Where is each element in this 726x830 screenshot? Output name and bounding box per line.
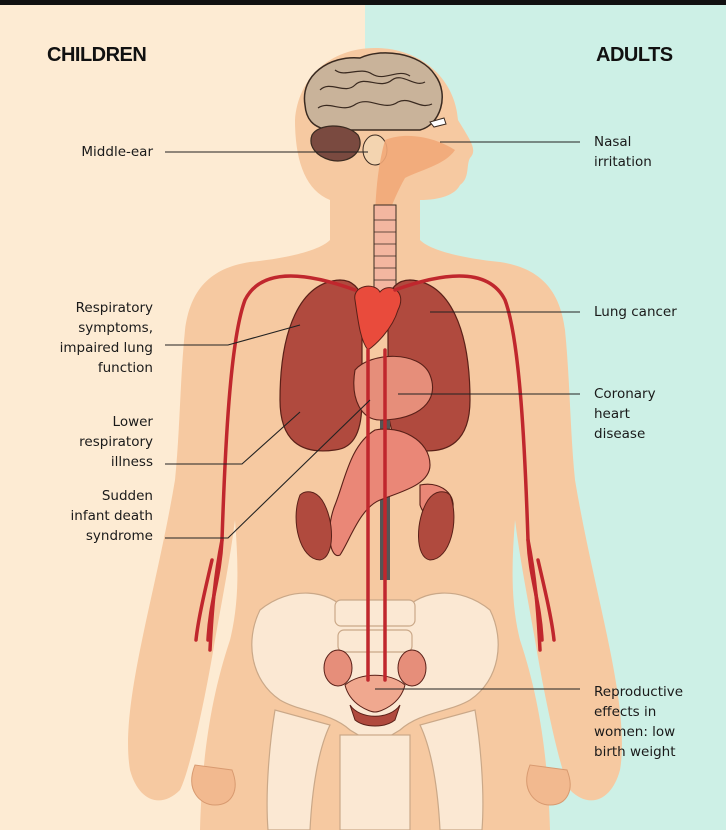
label-sids: Sudden infant death syndrome (71, 486, 153, 546)
children-heading: CHILDREN (47, 44, 146, 67)
label-lower-respiratory-illness: Lower respiratory illness (79, 412, 153, 472)
label-middle-ear: Middle-ear (81, 142, 153, 162)
label-respiratory-symptoms: Respiratory symptoms, impaired lung func… (60, 298, 153, 378)
label-reproductive-effects: Reproductive effects in women: low birth… (594, 682, 683, 762)
label-nasal-irritation: Nasal irritation (594, 132, 652, 172)
adults-heading: ADULTS (596, 44, 673, 67)
label-coronary-heart-disease: Coronary heart disease (594, 384, 656, 444)
label-lung-cancer: Lung cancer (594, 302, 677, 322)
